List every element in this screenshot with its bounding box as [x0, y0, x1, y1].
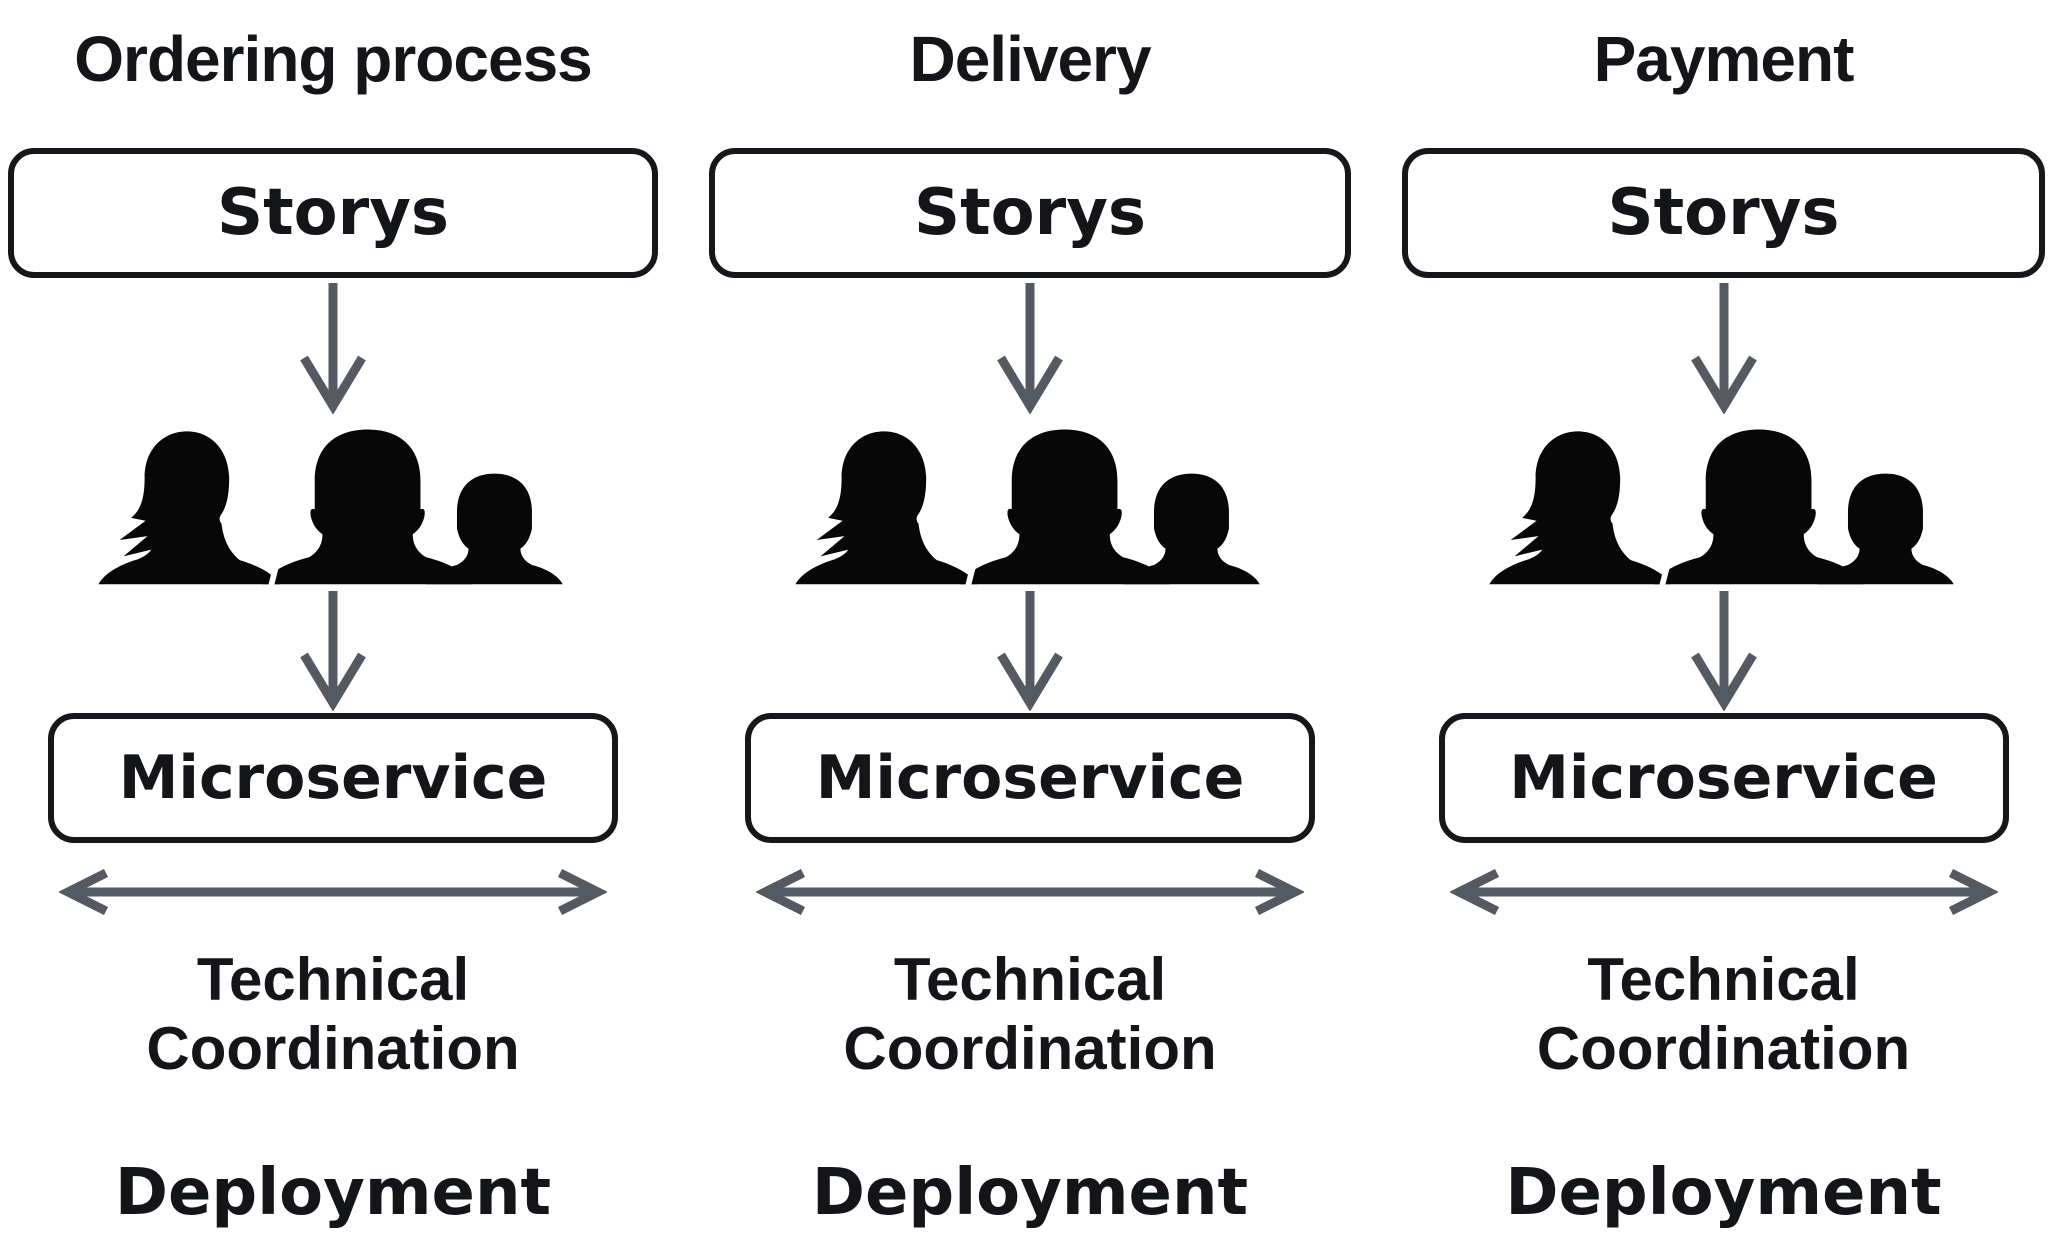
down-arrow-icon: [992, 282, 1068, 414]
column-title: Delivery: [909, 23, 1151, 95]
technical-coordination-label: Technical Coordination: [1536, 946, 1911, 1082]
down-arrow-icon: [992, 591, 1068, 711]
technical-coordination-label: Technical Coordination: [843, 946, 1217, 1082]
storys-box: Storys: [709, 148, 1351, 278]
deployment-label: Deployment: [811, 1156, 1249, 1230]
bidirectional-arrow-icon: [756, 869, 1304, 915]
microservice-box: Microservice: [745, 713, 1315, 843]
storys-box-label: Storys: [216, 176, 450, 250]
technical-coordination-label: Technical Coordination: [146, 946, 520, 1082]
deployment-label: Deployment: [114, 1156, 552, 1230]
down-arrow-icon: [1686, 591, 1762, 711]
team-icon: [1474, 416, 1974, 589]
deployment-label: Deployment: [1505, 1156, 1942, 1230]
bidirectional-arrow-icon: [59, 869, 607, 915]
down-arrow-icon: [295, 591, 371, 711]
bidirectional-arrow-icon: [1450, 869, 1998, 915]
microservice-box-label: Microservice: [118, 743, 548, 813]
microservice-box-label: Microservice: [1509, 743, 1938, 813]
microservice-box-label: Microservice: [815, 743, 1245, 813]
column-title: Ordering process: [74, 23, 592, 95]
column-title: Payment: [1593, 23, 1855, 95]
microservice-box: Microservice: [1438, 713, 2009, 843]
column-ordering-process: Ordering process Storys Microservice Tec…: [8, 0, 658, 1259]
team-icon: [83, 416, 583, 589]
storys-box-label: Storys: [913, 176, 1147, 250]
column-payment: Payment Storys Microservice Technical Co…: [1402, 0, 2045, 1259]
team-icon: [780, 416, 1280, 589]
microservice-box: Microservice: [48, 713, 618, 843]
column-delivery: Delivery Storys Microservice Technical C…: [709, 0, 1351, 1259]
storys-box: Storys: [1402, 148, 2045, 278]
storys-box: Storys: [8, 148, 658, 278]
storys-box-label: Storys: [1607, 176, 1840, 250]
down-arrow-icon: [295, 282, 371, 414]
down-arrow-icon: [1686, 282, 1762, 414]
